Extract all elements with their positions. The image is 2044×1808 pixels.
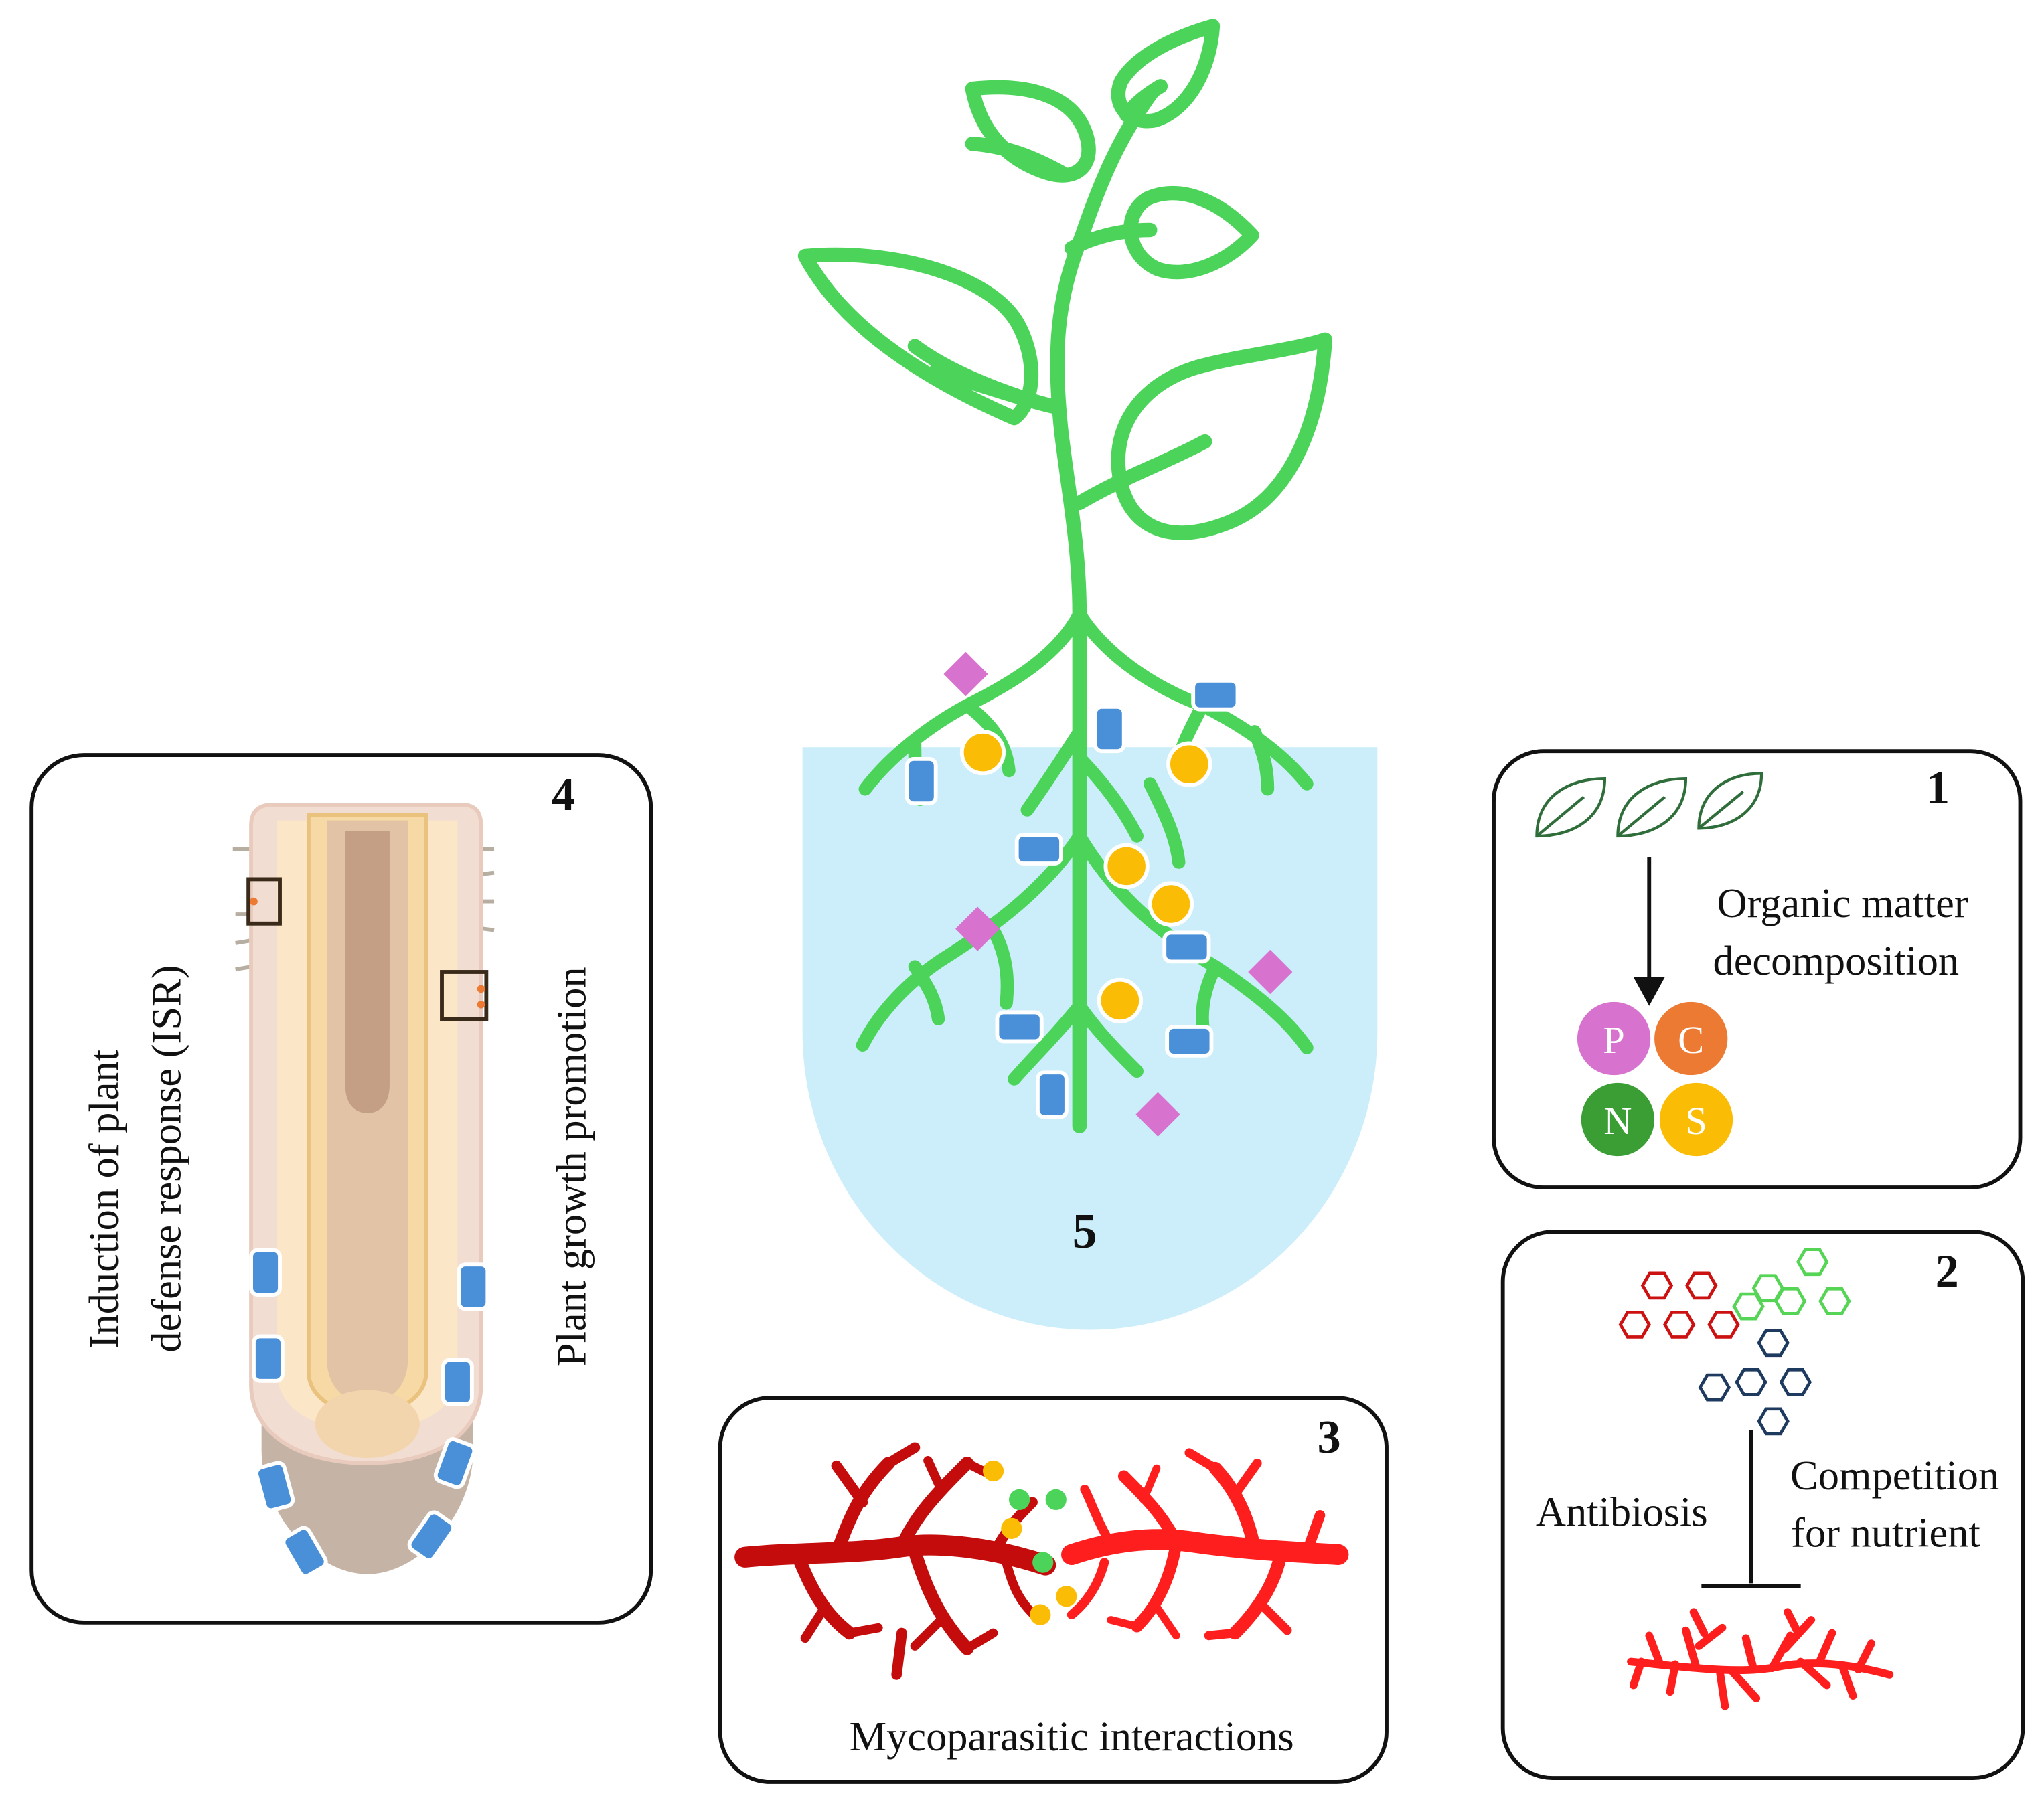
panel-1-label-line1: Organic matter xyxy=(1717,880,1968,926)
panel-3-number: 3 xyxy=(1318,1411,1341,1463)
down-arrow-icon xyxy=(1633,857,1665,1006)
panel-1-number: 1 xyxy=(1926,762,1950,814)
secreted-compounds xyxy=(982,1460,1077,1625)
nutrient-circles: P C N S xyxy=(1577,1001,1733,1157)
nutrient-S: S xyxy=(1685,1099,1707,1143)
panel-1: 1 Organic matter decomposition P C N S xyxy=(1492,749,2023,1189)
plant-roots xyxy=(856,607,1314,1086)
panel-1-frame xyxy=(1492,749,2023,1189)
panel-4: 4 xyxy=(29,753,653,1625)
antibiosis-label: Antibiosis xyxy=(1536,1488,1708,1535)
mycelium-dark-icon xyxy=(734,1442,1056,1680)
nutrient-N: N xyxy=(1603,1099,1632,1143)
nutrient-P: P xyxy=(1603,1018,1625,1062)
isr-label-line1: Induction of plant xyxy=(80,1050,127,1349)
leaf-outline-icon xyxy=(1535,772,1763,838)
panel-3: 3 xyxy=(718,1396,1389,1784)
soil-area xyxy=(802,747,1378,1330)
panel-4-number: 4 xyxy=(552,768,575,821)
isr-label-line2: defense response (ISR) xyxy=(143,965,190,1353)
root-tip-cross-section xyxy=(232,803,495,1574)
competition-label-line2: for nutrient xyxy=(1791,1509,1980,1556)
growth-promotion-label: Plant growth promotion xyxy=(548,967,595,1366)
panel-1-label-line2: decomposition xyxy=(1713,937,1960,984)
panel-2-number: 2 xyxy=(1936,1245,1959,1297)
panel-3-frame xyxy=(718,1396,1389,1784)
panel-5-number: 5 xyxy=(1073,1204,1097,1259)
panel-2-frame xyxy=(1500,1230,2025,1781)
inhibition-bar-icon xyxy=(1701,1430,1801,1588)
plant-shoot xyxy=(797,19,1333,1134)
mycelium-icon xyxy=(1627,1608,1894,1710)
competition-label-line1: Competition xyxy=(1790,1452,1999,1499)
panel-2: 2 xyxy=(1500,1230,2025,1781)
nutrient-C: C xyxy=(1678,1018,1704,1062)
panel-3-label: Mycoparasitic interactions xyxy=(850,1713,1294,1760)
mycelium-bright-icon xyxy=(1061,1448,1349,1641)
plant-panel: 5 xyxy=(797,19,1378,1330)
